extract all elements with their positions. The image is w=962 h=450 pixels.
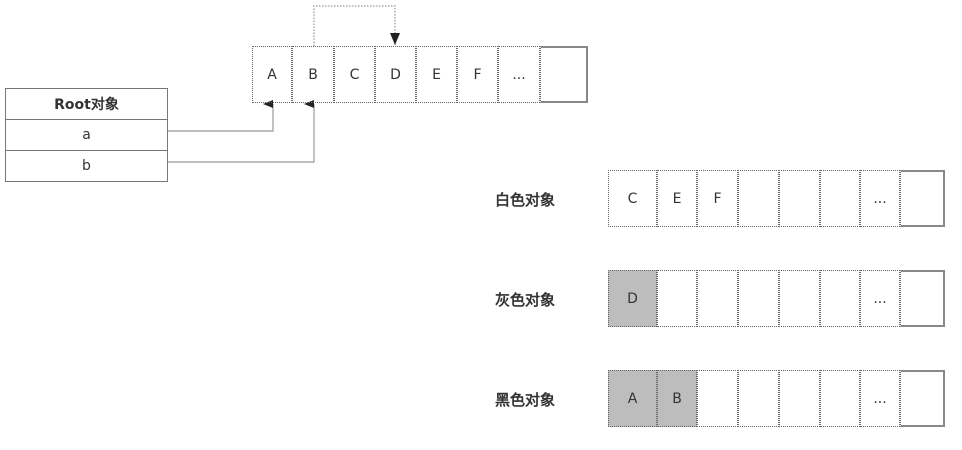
set-cell [820,370,860,427]
set-cell [900,170,945,227]
set-cell [657,270,697,327]
root-field-b: b [82,158,91,174]
set-cell: B [657,370,697,427]
set-cell: A [608,370,657,427]
arrow-b-to-B [168,100,315,163]
set-cell [779,270,820,327]
set-cell [779,370,820,427]
set-cell [900,370,945,427]
set-label: 白色对象 [494,191,555,209]
heap-cell: E [416,46,457,103]
set-cell: F [697,170,738,227]
set-cell: ... [860,370,900,427]
root-object: Root对象 a b [5,88,168,182]
heap-cell: B [292,46,334,103]
set-cell: E [657,170,697,227]
heap-cell: F [457,46,498,103]
set-cell: D [608,270,657,327]
heap-cell [540,46,588,103]
heap-cell: ... [498,46,540,103]
set-cell [738,370,779,427]
set-cell [738,270,779,327]
set-label: 黑色对象 [494,391,555,409]
arrow-a-to-A [168,100,274,132]
heap-cell: A [252,46,292,103]
set-cell: ... [860,270,900,327]
set-cell [697,370,738,427]
set-cell: C [608,170,657,227]
set-cell [738,170,779,227]
set-cell [820,170,860,227]
set-cell: ... [860,170,900,227]
set-cell [697,270,738,327]
heap-cell: D [375,46,416,103]
set-cell [779,170,820,227]
heap-cell: C [334,46,375,103]
set-cell [820,270,860,327]
root-object-title: Root对象 [6,89,167,120]
set-label: 灰色对象 [494,291,555,309]
set-cell [900,270,945,327]
arrow-B-to-D [313,5,400,46]
root-field-a: a [6,120,167,151]
